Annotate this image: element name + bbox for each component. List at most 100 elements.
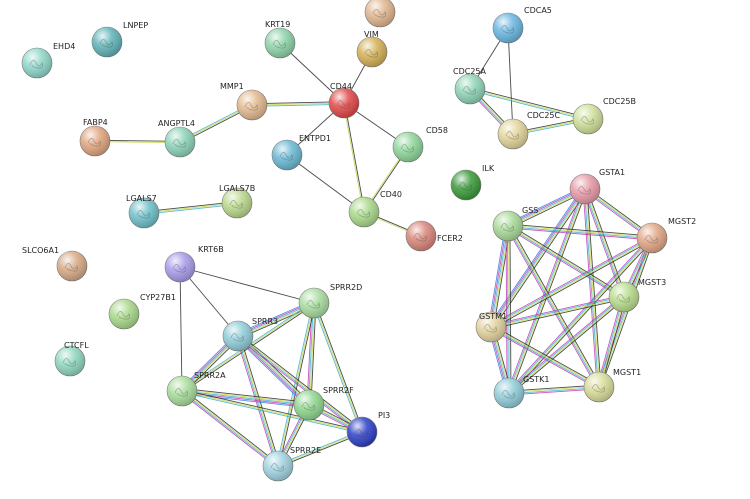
node-sprr2d[interactable]: SPRR2D	[298, 283, 362, 319]
node-ehd4[interactable]: EHD4	[21, 42, 75, 79]
node-gsta1[interactable]: GSTA1	[569, 168, 625, 205]
node-gloss	[365, 0, 395, 27]
node-gloss	[637, 223, 667, 253]
node-sprr3[interactable]: SPRR3	[222, 317, 278, 352]
protein-structure-icon	[136, 210, 150, 219]
node-gloss	[476, 312, 506, 342]
node-cyp27b1[interactable]: CYP27B1	[108, 293, 176, 330]
node-gloss	[237, 90, 267, 120]
node-gloss	[57, 251, 87, 281]
protein-structure-icon	[230, 333, 244, 342]
node-label: KRT19	[265, 20, 290, 29]
node-sprr2e[interactable]: SPRR2E	[262, 446, 321, 482]
edge-cd44-cd40	[342, 102, 366, 213]
edge-sprr3-pi3	[236, 334, 364, 434]
protein-structure-icon	[400, 144, 414, 153]
node-krt6b[interactable]: KRT6B	[164, 245, 224, 283]
node-label: ILK	[482, 164, 495, 173]
node-top[interactable]	[364, 0, 396, 28]
protein-structure-icon	[483, 324, 497, 333]
node-cd58[interactable]: CD58	[392, 126, 448, 163]
node-label: CD40	[380, 190, 402, 199]
node-mmp1[interactable]: MMP1	[220, 82, 268, 121]
edge-mgst3-gstm1	[490, 294, 625, 330]
node-ilk[interactable]: ILK	[450, 164, 495, 201]
node-gloss	[109, 299, 139, 329]
node-entpd1[interactable]: ENTPD1	[271, 134, 331, 171]
node-gstm1[interactable]: GSTM1	[475, 311, 507, 343]
node-lgals7b[interactable]: LGALS7B	[219, 184, 255, 219]
edge-sprr2a-sprr2e	[180, 389, 280, 468]
node-gloss	[406, 221, 436, 251]
protein-structure-icon	[306, 300, 320, 309]
node-label: KRT6B	[198, 245, 224, 254]
node-cdca5[interactable]: CDCA5	[492, 6, 552, 44]
node-label: LNPEP	[123, 21, 148, 30]
node-gloss	[263, 451, 293, 481]
protein-structure-icon	[174, 388, 188, 397]
node-gloss	[609, 282, 639, 312]
edge-lgals7-lgals7b	[143, 201, 238, 215]
node-label: SPRR2D	[330, 283, 362, 292]
edge-gss-mgst3	[506, 223, 626, 300]
edge-krt6b-sprr2d	[179, 266, 315, 304]
node-fabp4[interactable]: FABP4	[79, 118, 111, 157]
node-mgst3[interactable]: MGST3	[608, 278, 666, 313]
edge-krt6b-sprr2a	[179, 266, 183, 392]
edge-gstm1-mgst1	[489, 324, 601, 390]
node-cdc25c[interactable]: CDC25C	[497, 111, 561, 150]
node-label: CDC25B	[603, 97, 636, 106]
node-cdc25b[interactable]: CDC25B	[572, 97, 636, 135]
protein-structure-icon	[591, 384, 605, 393]
protein-structure-icon	[505, 131, 519, 140]
edge-mgst2-gstk1	[507, 236, 654, 395]
edge-entpd1-cd40	[286, 154, 365, 213]
protein-structure-icon	[64, 263, 78, 272]
node-lnpep[interactable]: LNPEP	[91, 21, 148, 58]
node-gstk1[interactable]: GSTK1	[493, 375, 550, 409]
edge-mgst2-gstm1	[489, 235, 654, 330]
node-slco6a1[interactable]: SLCO6A1	[22, 246, 88, 282]
edge-gss-gstk1	[505, 225, 512, 394]
node-cdc25a[interactable]: CDC25A	[453, 67, 487, 105]
node-fcer2[interactable]: FCER2	[405, 220, 463, 252]
node-gloss	[498, 119, 528, 149]
node-gloss	[584, 372, 614, 402]
node-angptl4[interactable]: ANGPTL4	[158, 119, 196, 158]
protein-structure-icon	[580, 116, 594, 125]
node-label: CTCFL	[64, 341, 89, 350]
node-mgst2[interactable]: MGST2	[636, 217, 696, 254]
node-label: FABP4	[83, 118, 108, 127]
protein-structure-icon	[172, 139, 186, 148]
node-label: SPRR2F	[323, 386, 354, 395]
node-pi3[interactable]: PI3	[346, 411, 390, 448]
protein-structure-icon	[644, 235, 658, 244]
node-gloss	[222, 188, 252, 218]
protein-structure-icon	[99, 39, 113, 48]
node-label: ENTPD1	[299, 134, 331, 143]
node-gloss	[299, 288, 329, 318]
node-krt19[interactable]: KRT19	[264, 20, 296, 59]
node-lgals7[interactable]: LGALS7	[126, 194, 160, 229]
protein-structure-icon	[336, 100, 350, 109]
node-cd44[interactable]: CD44	[328, 82, 360, 119]
node-label: VIM	[364, 30, 379, 39]
node-sprr2f[interactable]: SPRR2F	[293, 386, 354, 421]
node-gloss	[493, 13, 523, 43]
node-label: MGST3	[638, 278, 666, 287]
node-label: CD58	[426, 126, 448, 135]
node-gloss	[294, 390, 324, 420]
node-gloss	[493, 211, 523, 241]
node-gloss	[92, 27, 122, 57]
node-gloss	[451, 170, 481, 200]
node-ctcfl[interactable]: CTCFL	[54, 341, 89, 377]
node-gss[interactable]: GSS	[492, 206, 538, 242]
node-vim[interactable]: VIM	[356, 30, 388, 68]
node-cd40[interactable]: CD40	[348, 190, 402, 228]
node-sprr2a[interactable]: SPRR2A	[166, 371, 226, 407]
node-label: FCER2	[437, 234, 463, 243]
node-mgst1[interactable]: MGST1	[583, 368, 641, 403]
